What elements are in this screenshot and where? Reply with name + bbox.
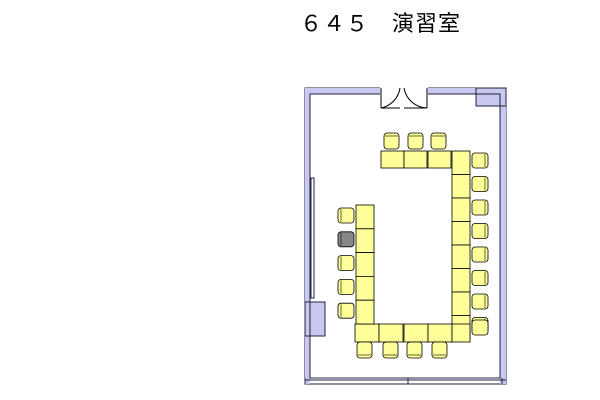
table [355, 275, 375, 301]
chair [471, 199, 489, 216]
chair [337, 231, 355, 248]
chair [471, 223, 489, 239]
chair [431, 341, 448, 359]
chair [337, 278, 355, 295]
table [403, 150, 428, 169]
chair [337, 255, 355, 272]
table [451, 221, 471, 246]
room-title: ６４５ 演習室 [300, 12, 462, 37]
chair [471, 152, 489, 169]
chair [383, 132, 400, 150]
chair [471, 293, 489, 310]
table [451, 150, 471, 175]
table [355, 252, 375, 277]
door [380, 86, 428, 109]
chair [471, 319, 489, 336]
chair [471, 176, 489, 192]
table-group [354, 150, 471, 343]
chair [337, 302, 355, 319]
table [378, 323, 404, 343]
door-leaf-left [380, 87, 401, 109]
table [354, 323, 380, 343]
pillar-top-right [475, 87, 507, 107]
table [403, 323, 429, 343]
wall-left [305, 88, 310, 384]
table [355, 228, 375, 254]
table [427, 150, 452, 169]
table [355, 204, 375, 230]
chair [382, 341, 399, 359]
chair [406, 341, 423, 359]
table [451, 291, 471, 316]
table [380, 150, 405, 169]
table [451, 174, 471, 199]
table [451, 323, 471, 343]
table [427, 323, 453, 343]
wall-right [500, 88, 506, 384]
chair [471, 246, 489, 263]
chair [430, 132, 447, 150]
chair [356, 341, 373, 359]
table [355, 299, 375, 325]
chair-group [337, 132, 489, 359]
table [451, 244, 471, 269]
door-opening [380, 86, 428, 96]
pillar-bottom-left [304, 301, 326, 337]
chair [471, 270, 489, 286]
table [451, 268, 471, 293]
whiteboard [310, 177, 315, 299]
chair [337, 207, 355, 224]
chair [407, 132, 424, 150]
table [451, 197, 471, 222]
